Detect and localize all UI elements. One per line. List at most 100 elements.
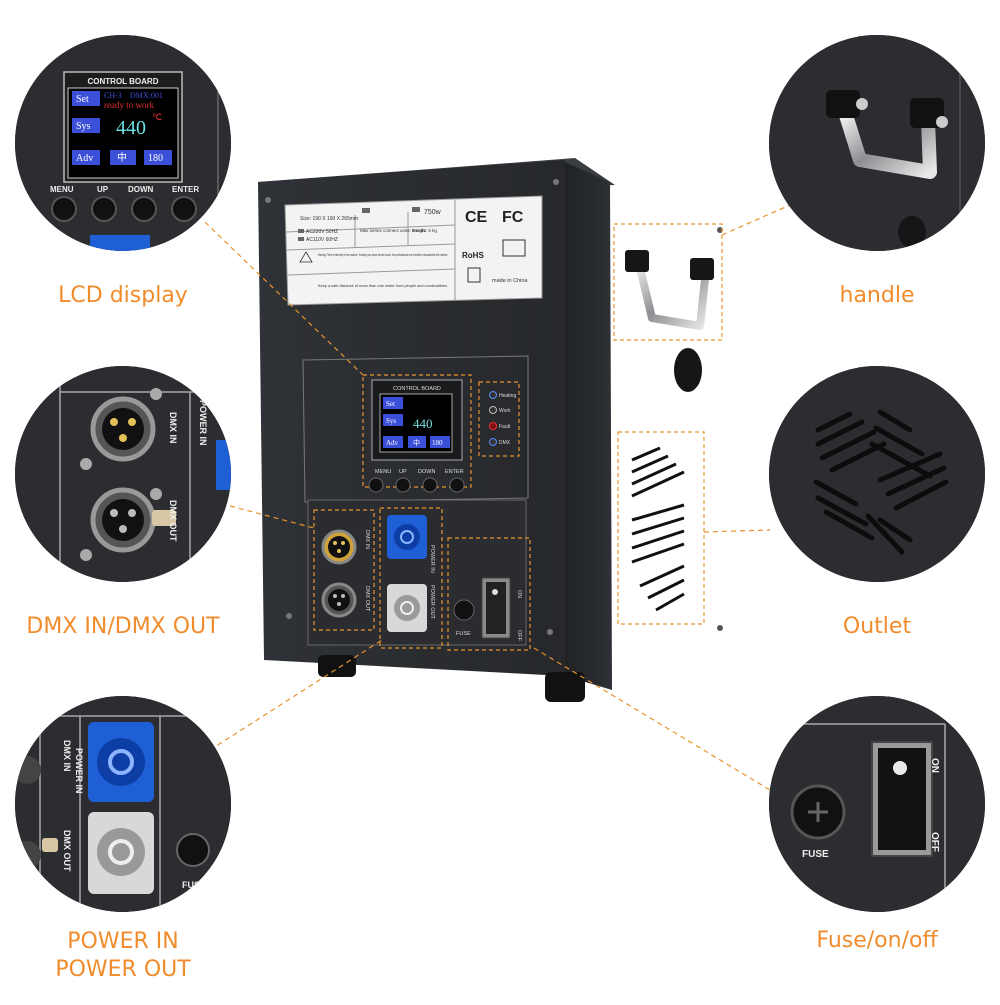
screw-icon <box>286 613 292 619</box>
dmx-detail-circle: DMX IN DMX OUT POWER IN <box>15 366 231 582</box>
spec-warning: Warning: There is electricity in the mac… <box>318 252 448 257</box>
power-in-text: POWER IN <box>198 400 208 446</box>
side-vent <box>617 431 705 625</box>
spec-ac110: AC110V 60HZ <box>306 237 338 243</box>
small-up-button <box>395 477 411 493</box>
control-panel: CONTROL BOARD Set Sys 440 Adv 中 180 MENU… <box>302 355 529 503</box>
small-sys: Sys <box>386 417 396 425</box>
fuse-text: FUSE <box>802 849 829 860</box>
up-label: UP <box>97 185 109 194</box>
on-text: ON <box>929 758 940 773</box>
dmx-led-icon <box>489 438 497 446</box>
small-board-title: CONTROL BOARD <box>393 386 441 392</box>
lcd-sys: Sys <box>76 121 91 132</box>
enter-label: ENTER <box>172 185 199 194</box>
small-down-button <box>422 477 438 493</box>
spec-size: Size: 190 X 190 X 265mm <box>300 216 358 222</box>
small-temp: 440 <box>413 416 433 431</box>
power-dmx-out-text: DMX OUT <box>62 830 72 872</box>
fuse-detail-circle: FUSE ON OFF <box>769 696 985 912</box>
power-fuse-text: FUSE <box>182 880 206 890</box>
lcd-detail-circle: CONTROL BOARD Set CH-3 DMX:001 ready to … <box>15 35 231 251</box>
down-label: DOWN <box>128 185 154 194</box>
spec-plate: Size: 190 X 190 X 265mm 750w AC220V 50HZ… <box>284 195 543 306</box>
power-label: POWER IN POWER OUT <box>23 928 223 984</box>
side-handle <box>613 223 723 341</box>
dmx-out-text: DMX OUT <box>168 500 178 542</box>
lcd-180: 180 <box>148 153 163 164</box>
indicator-fault: Fault <box>499 424 511 430</box>
rohs-mark: RoHS <box>462 251 484 260</box>
power-fuse-icon <box>176 833 210 867</box>
indicator-dmx: DMX <box>499 440 511 446</box>
small-up-label: UP <box>399 469 407 475</box>
screw-icon <box>717 625 723 631</box>
screw-icon <box>553 179 559 185</box>
panel-dmx-out: DMX OUT <box>364 586 370 612</box>
outlet-detail-circle <box>769 366 985 582</box>
indicator-work: Work <box>499 408 511 414</box>
lcd-temperature: 440 <box>116 117 146 139</box>
outlet-label: Outlet <box>842 614 912 639</box>
spec-ac220: AC220V 50HZ <box>306 229 338 235</box>
panel-fuse: FUSE <box>456 631 471 637</box>
small-adv: Adv <box>386 439 399 447</box>
fault-led-icon <box>489 422 497 430</box>
work-led-icon <box>489 406 497 414</box>
lcd-display-label: LCD display <box>58 283 188 308</box>
weee-bin-icon <box>467 267 481 283</box>
indicator-heating: Heating <box>499 393 516 399</box>
power-in-side-text: POWER IN <box>74 748 84 794</box>
warning-icon <box>299 251 313 263</box>
spec-power: 750w <box>424 209 442 216</box>
lcd-status: ready to work <box>104 100 154 110</box>
spec-weight: Weight: 6 kg <box>412 228 437 233</box>
menu-button <box>51 196 77 222</box>
fc-mark: FC <box>502 209 524 226</box>
ce-mark: CE <box>465 209 488 226</box>
small-set: Set <box>386 400 395 408</box>
heating-led-icon <box>489 391 497 399</box>
small-180: 180 <box>432 439 443 447</box>
handle-label: handle <box>839 283 915 308</box>
up-button <box>91 196 117 222</box>
enter-button <box>171 196 197 222</box>
lcd-set: Set <box>76 94 89 105</box>
small-menu-button <box>368 477 384 493</box>
panel-dmx-in: DMX IN <box>364 530 370 549</box>
power-label-line1: POWER IN <box>67 929 179 954</box>
made-in-china: made in China <box>492 278 528 284</box>
dmx-label: DMX IN/DMX OUT <box>26 614 220 639</box>
panel-off: OFF <box>516 630 522 642</box>
small-mid: 中 <box>413 438 420 447</box>
power-dmx-in-text: DMX IN <box>62 740 72 772</box>
small-enter-button <box>449 477 465 493</box>
power-detail-circle: DMX IN POWER IN DMX OUT FUSE <box>15 696 231 912</box>
menu-label: MENU <box>50 185 74 194</box>
fuse-holder-icon <box>453 599 475 621</box>
small-down-label: DOWN <box>418 469 435 475</box>
off-text: OFF <box>929 832 940 852</box>
fuse-label: Fuse/on/off <box>816 928 938 953</box>
board-title: CONTROL BOARD <box>88 77 159 86</box>
callout-lines <box>204 204 791 791</box>
lcd-adv: Adv <box>76 153 93 164</box>
lcd-channel: CH-3 <box>104 91 122 100</box>
dmx-in-text: DMX IN <box>168 412 178 444</box>
small-menu-label: MENU <box>375 469 391 475</box>
panel-power-out: POWER OUT <box>429 585 435 620</box>
down-button <box>131 196 157 222</box>
vent-pattern-icon <box>813 409 949 555</box>
screw-icon <box>547 629 553 635</box>
spec-series: Max series connect units: 6 units <box>360 228 426 233</box>
lcd-temp-unit: ℃ <box>152 112 162 122</box>
screw-icon <box>265 197 271 203</box>
connector-panel: DMX IN DMX OUT POWER IN POWER OUT FUSE O… <box>307 499 531 651</box>
panel-power-in: POWER IN <box>429 545 435 573</box>
power-label-line2: POWER OUT <box>55 957 191 982</box>
handle-detail-circle <box>769 35 985 251</box>
manual-book-icon <box>502 239 526 257</box>
panel-on: ON <box>516 590 522 598</box>
